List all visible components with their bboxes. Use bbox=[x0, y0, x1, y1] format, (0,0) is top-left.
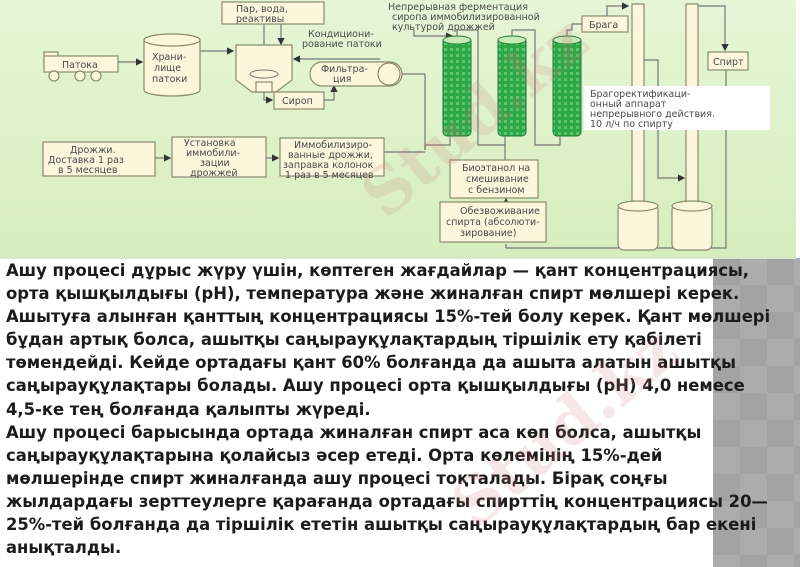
svg-text:дрожжей: дрожжей bbox=[190, 168, 238, 179]
svg-text:смешивание: смешивание bbox=[466, 174, 529, 185]
molasses-truck: Патока bbox=[43, 51, 119, 82]
svg-text:Установка: Установка bbox=[184, 138, 236, 149]
svg-text:с бензином: с бензином bbox=[468, 185, 525, 196]
svg-text:патоки: патоки bbox=[152, 74, 187, 85]
body-text: Ашу процесі дұрыс жүру үшін, көптеген жа… bbox=[6, 259, 796, 559]
svg-text:культурой дрожжей: культурой дрожжей bbox=[392, 22, 495, 33]
svg-text:ция: ция bbox=[333, 74, 351, 85]
svg-text:реактивы: реактивы bbox=[236, 14, 284, 25]
svg-text:непрерывного действия.: непрерывного действия. bbox=[590, 109, 715, 120]
svg-text:Пар, вода,: Пар, вода, bbox=[236, 4, 288, 15]
text-line: бұдан артық болса, ашытқы саңырауқұлақта… bbox=[6, 330, 702, 350]
svg-text:в 5 месяцев: в 5 месяцев bbox=[58, 165, 118, 176]
svg-text:Непрерывная ферментация: Непрерывная ферментация bbox=[388, 2, 528, 13]
svg-text:Храни-: Храни- bbox=[152, 52, 186, 63]
text-line: 4,5-ке тең болғанда қалыпты жүреді. bbox=[6, 399, 371, 419]
svg-text:сиропа иммобилизированной: сиропа иммобилизированной bbox=[392, 12, 540, 23]
braga-node: Брага bbox=[581, 15, 629, 33]
svg-text:спирта (абсолюти-: спирта (абсолюти- bbox=[446, 217, 540, 228]
decorative-side-panel bbox=[713, 258, 800, 567]
svg-text:Фильтра-: Фильтра- bbox=[321, 64, 368, 75]
dehydration-node: Обезвоживание спирта (абсолюти- зировани… bbox=[439, 201, 547, 243]
svg-text:1 раз в 5 месяцев: 1 раз в 5 месяцев bbox=[285, 170, 374, 181]
svg-text:Обезвоживание: Обезвоживание bbox=[460, 206, 540, 217]
text-line: Ашытуға алынған қанттың концентрациясы 1… bbox=[6, 307, 771, 327]
svg-text:Биоэтанол на: Биоэтанол на bbox=[462, 163, 530, 174]
svg-text:Дрожжи.: Дрожжи. bbox=[70, 145, 116, 156]
text-line: орта қышқылдығы (рН), температура және ж… bbox=[6, 284, 740, 304]
svg-text:лище: лище bbox=[154, 63, 181, 74]
svg-text:Иммобилизиро-: Иммобилизиро- bbox=[294, 140, 372, 151]
immobilized-yeast: Иммобилизиро- ванные дрожжи, заправка ко… bbox=[279, 137, 385, 181]
svg-text:Брага: Брага bbox=[589, 20, 618, 31]
svg-text:рование патоки: рование патоки bbox=[302, 39, 382, 50]
text-line: саңырауқұлақтарына қолайсыз әсер етеді. … bbox=[6, 445, 663, 465]
svg-text:заправка колонок: заправка колонок bbox=[283, 160, 374, 171]
bioethanol-node: Биоэтанол на смешивание с бензином bbox=[449, 159, 539, 199]
rectifier-note: Брагоректификаци- онный аппарат непрерыв… bbox=[584, 86, 770, 130]
node-patoka: Патока bbox=[62, 60, 98, 71]
svg-text:онный аппарат: онный аппарат bbox=[590, 99, 667, 110]
svg-text:Сироп: Сироп bbox=[282, 96, 313, 107]
svg-text:Спирт: Спирт bbox=[713, 57, 744, 68]
svg-text:Брагоректификаци-: Брагоректификаци- bbox=[590, 89, 690, 100]
text-line: Ашу процесі дұрыс жүру үшін, көптеген жа… bbox=[6, 261, 750, 280]
fermentation-columns bbox=[442, 35, 582, 137]
svg-text:10 л/ч по спирту: 10 л/ч по спирту bbox=[590, 119, 673, 130]
svg-text:зирование): зирование) bbox=[460, 228, 516, 239]
syrup-node: Сироп bbox=[273, 91, 325, 110]
text-line: Ашу процесі барысында ортада жиналған сп… bbox=[6, 422, 702, 442]
fermentation-flow-diagram: Патока Храни- лище патоки Пар, вода, реа… bbox=[42, 1, 770, 251]
svg-text:иммобили-: иммобили- bbox=[186, 148, 240, 159]
process-diagram: Патока Храни- лище патоки Пар, вода, реа… bbox=[0, 0, 796, 259]
svg-text:ванные дрожжи,: ванные дрожжи, bbox=[288, 150, 373, 161]
text-line: мөлшерінде спирт жиналғанда ашу процесі … bbox=[6, 468, 668, 488]
svg-text:Доставка 1 раз: Доставка 1 раз bbox=[48, 155, 124, 166]
text-line: төмендейді. Кейде ортадағы қант 60% болғ… bbox=[6, 353, 736, 373]
spirit-node: Спирт bbox=[707, 51, 749, 71]
yeast-delivery: Дрожжи. Доставка 1 раз в 5 месяцев bbox=[42, 141, 156, 177]
svg-text:Кондициони-: Кондициони- bbox=[308, 29, 374, 40]
text-line: анықталды. bbox=[6, 538, 122, 558]
svg-text:зации: зации bbox=[200, 158, 230, 169]
molasses-storage: Храни- лище патоки bbox=[143, 33, 201, 97]
text-line: жылдардағы зерттеулерге қарағанда ортада… bbox=[6, 491, 768, 511]
text-line: саңырауқұлақтары болады. Ашу процесі орт… bbox=[6, 376, 745, 396]
filtration-node: Фильтра- ция bbox=[309, 61, 403, 87]
text-line: 25%-тей болғанда да тіршілік ететін ашыт… bbox=[6, 515, 757, 535]
continuous-fermentation-note: Непрерывная ферментация сиропа иммобилиз… bbox=[388, 2, 540, 33]
yeast-immobilization-unit: Установка иммобили- зации дрожжей bbox=[171, 136, 267, 179]
steam-water-reagents: Пар, вода, реактивы bbox=[221, 1, 325, 25]
